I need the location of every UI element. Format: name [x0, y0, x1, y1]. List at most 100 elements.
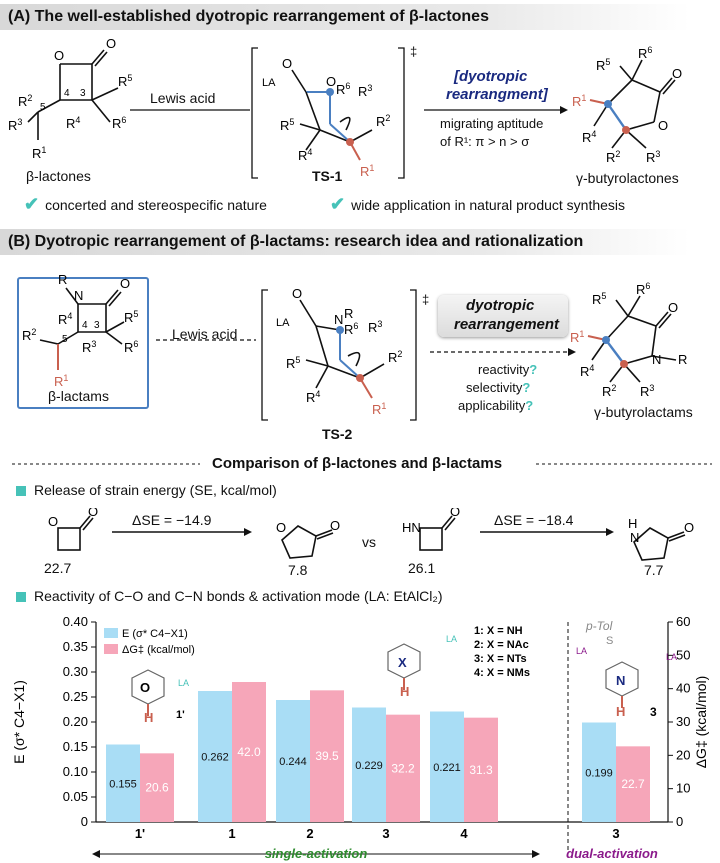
- feature-concerted: ✔concerted and stereospecific nature: [24, 194, 267, 214]
- bar-e-value: [198, 691, 232, 822]
- svg-text:4: 4: [82, 320, 88, 331]
- ts1-label: TS-1: [312, 168, 343, 184]
- svg-text:R2: R2: [606, 149, 620, 165]
- svg-text:R5: R5: [592, 291, 606, 307]
- lewis-acid-a: Lewis acid: [150, 90, 216, 106]
- left-axis-title: E (σ* C4−X1): [11, 680, 27, 764]
- right-tick-label: 0: [676, 814, 683, 829]
- arrow-head-right: [532, 850, 540, 858]
- bar-e-value: [276, 700, 310, 822]
- reactivity-header: Reactivity of C−O and C−N bonds & activa…: [16, 588, 443, 604]
- svg-text:R3: R3: [82, 339, 96, 355]
- svg-text:R: R: [58, 272, 67, 287]
- legend-label-e: E (σ* C4−X1): [122, 628, 188, 640]
- svg-text:O: O: [48, 514, 58, 529]
- inset-lactone-ring: [131, 669, 165, 705]
- arrow-head-left: [92, 850, 100, 858]
- svg-text:O: O: [668, 300, 678, 315]
- svg-text:R1: R1: [32, 145, 46, 161]
- svg-text:R1: R1: [372, 401, 386, 417]
- svg-text:O: O: [106, 36, 116, 51]
- left-tick-label: 0.30: [63, 664, 88, 679]
- beta-lactam-highlight-box: [17, 277, 149, 409]
- section-a-banner: (A) The well-established dyotropic rearr…: [0, 4, 690, 30]
- svg-text:5: 5: [62, 334, 68, 345]
- section-a-scheme: O O 4 3 5 R2 R3 R1 R4 R5 R6 LA O O R6 R3…: [8, 36, 682, 179]
- svg-text:R5: R5: [286, 355, 300, 371]
- left-tick-label: 0.20: [63, 714, 88, 729]
- svg-text:R5: R5: [280, 117, 294, 133]
- question-applicability: applicability?: [458, 398, 534, 413]
- svg-text:R2: R2: [376, 113, 390, 129]
- ts2-dagger: ‡: [422, 292, 430, 307]
- svg-text:O: O: [658, 118, 668, 133]
- left-tick-label: 0.15: [63, 739, 88, 754]
- lewis-acid-b: Lewis acid: [172, 326, 238, 342]
- inset-dual-h: H: [616, 704, 625, 719]
- svg-text:R4: R4: [66, 115, 80, 131]
- svg-text:.: .: [52, 514, 56, 529]
- svg-text:O: O: [88, 508, 98, 519]
- svg-text:R2: R2: [388, 349, 402, 365]
- x-category-label: 1: [228, 826, 235, 841]
- inset-dual-la-right: LA: [666, 652, 677, 662]
- bullet-square-icon: [16, 592, 26, 603]
- bar-e-label: 0.155: [109, 778, 137, 790]
- legend-swatch-dg: [104, 644, 118, 654]
- ts2-structure: [299, 299, 385, 389]
- beta-lactones-label: β-lactones: [26, 168, 91, 184]
- left-tick-label: 0.10: [63, 764, 88, 779]
- bar-e-label: 0.221: [433, 762, 461, 774]
- inset-x-label: X: [398, 655, 407, 670]
- svg-text:R5: R5: [124, 309, 138, 325]
- dyotropic-label-b1: dyotropic: [466, 297, 535, 314]
- bar-dg-value: [310, 690, 344, 822]
- lactone-o: O: [54, 48, 64, 63]
- left-tick-label: 0: [81, 814, 88, 829]
- right-tick-label: 60: [676, 614, 690, 629]
- svg-text:N: N: [334, 312, 343, 327]
- bar-chart: 00.050.100.150.200.250.300.350.400102030…: [11, 614, 709, 861]
- check-icon: ✔: [24, 194, 40, 214]
- svg-text:O: O: [120, 276, 130, 291]
- right-tick-label: 30: [676, 714, 690, 729]
- x-category-label: 2: [306, 826, 313, 841]
- x-category-label: 4: [460, 826, 468, 841]
- inset-dual-n: N: [616, 673, 625, 688]
- svg-text:R6: R6: [344, 321, 358, 337]
- svg-text:R3: R3: [358, 83, 372, 99]
- bar-dg-label: 31.3: [469, 763, 493, 777]
- svg-text:O: O: [684, 520, 694, 535]
- inset-ptol: p-Tol: [585, 619, 613, 633]
- svg-text:5: 5: [40, 102, 46, 113]
- svg-text:N: N: [74, 288, 83, 303]
- svg-text:3: 3: [94, 320, 100, 331]
- vs-label: vs: [362, 534, 376, 550]
- left-tick-label: 0.05: [63, 789, 88, 804]
- inset-x-h: H: [400, 684, 409, 699]
- svg-text:O: O: [672, 66, 682, 81]
- butyrolactam-se-value: 7.7: [644, 562, 664, 578]
- svg-text:3: 3: [80, 88, 86, 99]
- section-b-scheme: N R O 4 3 5 R4 R2 R3 R5 R6 R1 LA O N R R…: [22, 272, 687, 421]
- bar-dg-label: 42.0: [237, 745, 261, 759]
- svg-text:H: H: [628, 516, 637, 531]
- svg-text:R3: R3: [640, 383, 654, 399]
- bar-e-value: [106, 744, 140, 822]
- svg-text:R4: R4: [580, 363, 594, 379]
- left-tick-label: 0.25: [63, 689, 88, 704]
- svg-text:R6: R6: [112, 115, 126, 131]
- gamma-butyrolactams-label: γ-butyrolactams: [594, 404, 693, 420]
- compound-key-item: 3: X = NTs: [474, 653, 527, 665]
- right-tick-label: 40: [676, 681, 690, 696]
- single-activation-label: single-activation: [265, 846, 368, 861]
- bar-e-label: 0.199: [585, 767, 613, 779]
- butyrolactone-se-value: 7.8: [288, 562, 308, 578]
- svg-text:R4: R4: [58, 311, 72, 327]
- svg-text:R2: R2: [18, 93, 32, 109]
- ts2-label: TS-2: [322, 426, 353, 442]
- svg-text:R4: R4: [582, 129, 596, 145]
- x-category-label: 1': [135, 826, 145, 841]
- svg-text:R1: R1: [360, 163, 374, 179]
- left-tick-label: 0.40: [63, 614, 88, 629]
